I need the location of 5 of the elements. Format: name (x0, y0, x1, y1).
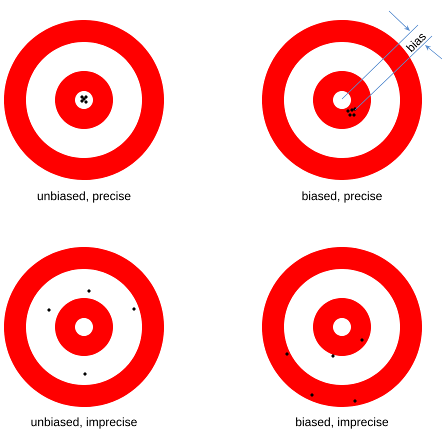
caption: biased, imprecise (296, 417, 388, 429)
caption: unbiased, imprecise (31, 417, 137, 429)
caption: biased, precise (302, 191, 382, 203)
caption: unbiased, precise (38, 191, 130, 203)
dimension-label: bias (404, 30, 428, 54)
